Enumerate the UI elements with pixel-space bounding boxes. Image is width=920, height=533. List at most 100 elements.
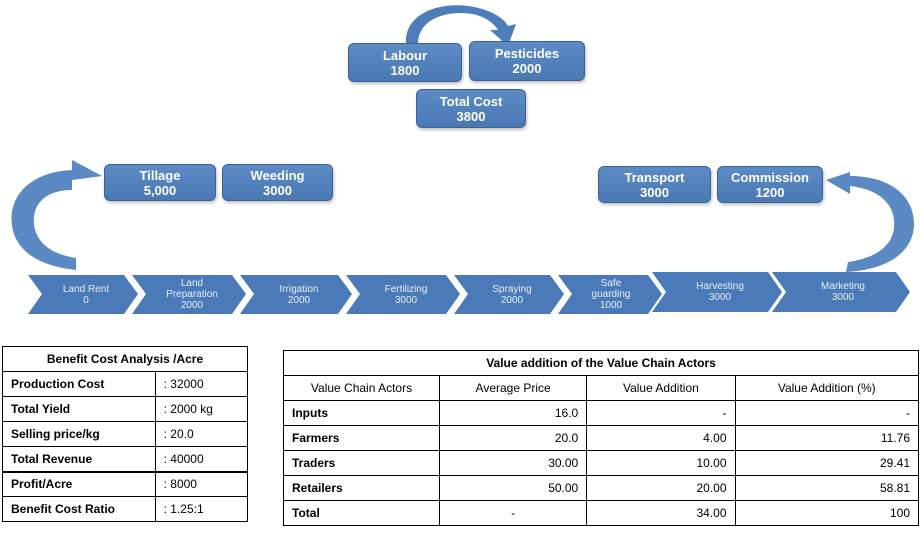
chain-step-shape [346, 275, 460, 314]
chain-step-value: 3000 [708, 291, 732, 303]
total-cost-value: 3800 [456, 108, 486, 124]
table-row: Profit/Acre : 8000 [2, 470, 249, 497]
chain-step-text: guarding [591, 288, 631, 300]
benefit-cost-title: Benefit Cost Analysis /Acre [2, 346, 248, 372]
actor-cell: Traders [283, 450, 440, 476]
chain-step-value: 2000 [180, 300, 204, 311]
column-header: Average Price [438, 375, 588, 401]
price-cell: 16.0 [438, 400, 588, 426]
chain-step-shape [652, 272, 782, 312]
chain-step-text: Preparation [166, 289, 218, 300]
chain-step-marketing: Marketing 3000 [784, 273, 902, 310]
chain-step-fertilizing: Fertilizing 3000 [358, 276, 454, 313]
row-label: Benefit Cost Ratio [2, 496, 156, 522]
labour-value: 1800 [390, 62, 420, 78]
chain-step-value: 0 [83, 294, 89, 306]
total-cost-box: Total Cost 3800 [416, 89, 526, 128]
commission-value: 1200 [755, 184, 785, 200]
tillage-box: Tillage 5,000 [104, 164, 216, 201]
weeding-box: Weeding 3000 [222, 164, 333, 201]
row-value: : 2000 kg [154, 396, 249, 422]
percent-cell: 11.76 [734, 425, 920, 451]
chain-step-text: Safe [600, 277, 622, 289]
table-row: Farmers 20.0 4.00 11.76 [283, 425, 920, 451]
addition-cell: 4.00 [586, 425, 736, 451]
actor-cell: Inputs [283, 400, 440, 426]
row-value: : 32000 [154, 371, 249, 397]
percent-cell: - [734, 400, 920, 426]
chain-step-value: 3000 [394, 294, 418, 306]
value-addition-title: Value addition of the Value Chain Actors [283, 350, 919, 376]
column-header: Value Addition (%) [734, 375, 920, 401]
price-cell: - [438, 500, 588, 526]
chain-step-value: 2000 [287, 294, 311, 306]
table-row: Inputs 16.0 - - [283, 400, 920, 426]
price-cell: 30.00 [438, 450, 588, 476]
pesticides-label: Pesticides [494, 46, 560, 61]
percent-cell: 100 [734, 500, 920, 526]
chain-step-shape [558, 275, 662, 314]
commission-box: Commission 1200 [717, 166, 823, 203]
addition-cell: 34.00 [586, 500, 736, 526]
tillage-value: 5,000 [143, 182, 177, 198]
weeding-label: Weeding [250, 167, 305, 183]
chain-step-text: Harvesting [696, 280, 744, 292]
chain-step-shape [772, 272, 910, 312]
benefit-cost-table: Benefit Cost Analysis /Acre Production C… [2, 346, 249, 522]
transport-label: Transport [624, 169, 685, 185]
actor-cell: Retailers [283, 475, 440, 501]
chain-step-text: Marketing [821, 280, 865, 292]
row-label: Profit/Acre [2, 470, 156, 497]
row-value: : 40000 [154, 446, 249, 472]
actor-cell: Farmers [283, 425, 440, 451]
labour-label: Labour [382, 47, 428, 63]
left-curved-arrow [11, 160, 102, 270]
actor-cell: Total [283, 500, 440, 526]
chain-step-irrigation: Irrigation 2000 [252, 276, 346, 313]
labour-box: Labour 1800 [348, 43, 462, 82]
price-cell: 20.0 [438, 425, 588, 451]
chain-step-safe-guarding: Safe guarding 1000 [568, 274, 654, 314]
pesticides-value: 2000 [512, 61, 542, 76]
row-value: : 20.0 [154, 421, 249, 447]
chain-step-shape [240, 275, 352, 314]
table-row: Benefit Cost Ratio : 1.25:1 [2, 496, 249, 522]
table-row: Selling price/kg : 20.0 [2, 421, 249, 447]
price-cell: 50.00 [438, 475, 588, 501]
chain-step-value: 2000 [500, 294, 524, 306]
table-row: Total Yield : 2000 kg [2, 396, 249, 422]
chain-step-text: Irrigation [279, 283, 319, 295]
chain-step-text: Spraying [492, 283, 532, 295]
chain-step-text: Land Rent [62, 283, 110, 295]
total-cost-label: Total Cost [439, 93, 503, 109]
table-row: Traders 30.00 10.00 29.41 [283, 450, 920, 476]
table-row: Retailers 50.00 20.00 58.81 [283, 475, 920, 501]
weeding-value: 3000 [263, 182, 292, 198]
percent-cell: 29.41 [734, 450, 920, 476]
chain-step-value: 1000 [599, 299, 623, 311]
table-row: Total - 34.00 100 [283, 500, 920, 526]
addition-cell: 20.00 [586, 475, 736, 501]
row-value: : 8000 [154, 470, 249, 497]
transport-value: 3000 [640, 184, 669, 200]
chain-step-shape [28, 275, 138, 314]
column-header: Value Addition [586, 375, 736, 401]
chain-step-land-preparation: Land Preparation 2000 [144, 276, 240, 313]
table-header-row: Value Chain Actors Average Price Value A… [283, 375, 920, 401]
table-row: Production Cost : 32000 [2, 371, 249, 397]
addition-cell: - [586, 400, 736, 426]
tillage-label: Tillage [139, 167, 181, 183]
chain-step-harvesting: Harvesting 3000 [664, 273, 776, 310]
chain-step-text: Fertilizing [384, 283, 428, 295]
chain-step-land-rent: Land Rent 0 [40, 276, 132, 313]
value-addition-table: Value addition of the Value Chain Actors… [283, 350, 920, 526]
addition-cell: 10.00 [586, 450, 736, 476]
transport-box: Transport 3000 [598, 166, 711, 203]
chain-step-shape [454, 275, 564, 314]
column-header: Value Chain Actors [283, 375, 440, 401]
row-label: Total Revenue [2, 446, 156, 472]
row-value: : 1.25:1 [154, 496, 249, 522]
percent-cell: 58.81 [734, 475, 920, 501]
commission-label: Commission [730, 169, 809, 185]
